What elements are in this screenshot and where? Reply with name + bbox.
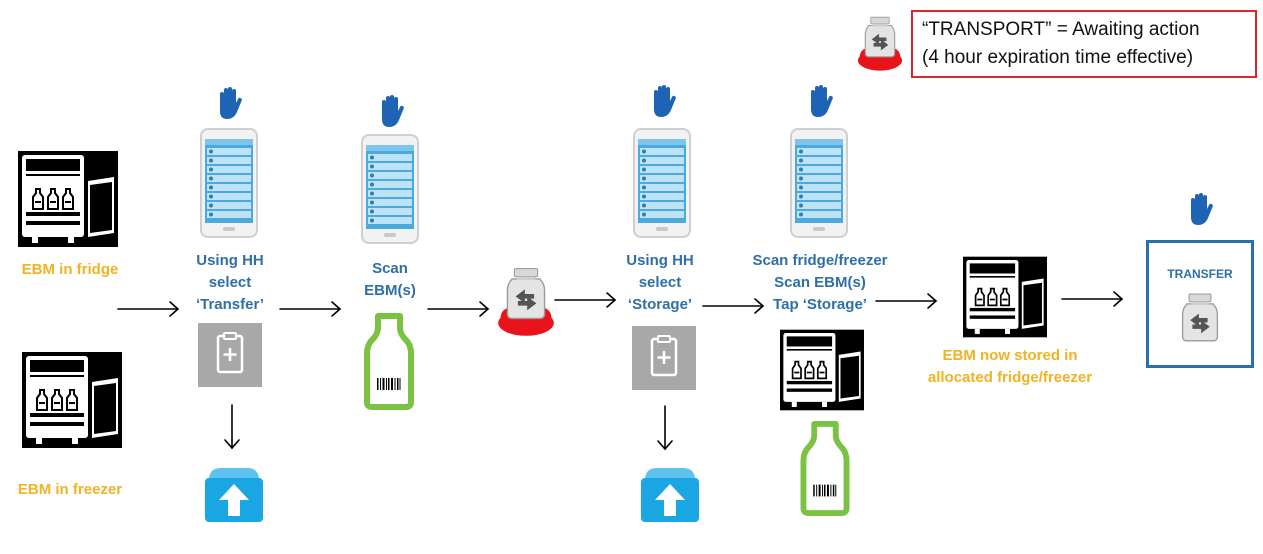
step1-line-2: select <box>208 274 252 291</box>
handheld-device-icon <box>790 128 848 238</box>
freezer-label: EBM in freezer <box>17 481 123 498</box>
transport-bottle-icon <box>497 264 555 338</box>
hand-icon <box>811 85 833 117</box>
step2-line-2: EBM(s) <box>364 282 416 299</box>
arrow-down <box>657 405 673 451</box>
barcode-bottle-icon <box>364 312 414 410</box>
transport-bottle-icon <box>857 5 903 81</box>
step6-label: EBM now stored in allocated fridge/freez… <box>910 345 1110 389</box>
hand-icon <box>220 87 242 119</box>
arrow-right <box>117 301 180 317</box>
freezer-icon <box>22 352 122 448</box>
step4-line-1: Using HH <box>626 252 694 269</box>
step2-label: Scan EBM(s) <box>330 258 450 302</box>
transfer-title: TRANSFER <box>1167 267 1233 281</box>
legend-line-2: (4 hour expiration time effective) <box>922 47 1194 68</box>
clipboard-plus-icon <box>632 326 696 390</box>
step5-label: Scan fridge/freezer Scan EBM(s) Tap ‘Sto… <box>730 250 910 316</box>
hand-icon <box>1191 193 1213 225</box>
step6-line-1: EBM now stored in <box>942 347 1078 364</box>
hand-icon <box>654 85 676 117</box>
step1-line-3: ‘Transfer’ <box>195 296 265 313</box>
handheld-device-icon <box>200 128 258 238</box>
legend-line-1: “TRANSPORT” = Awaiting action <box>922 19 1200 40</box>
fridge-icon <box>18 151 118 247</box>
step1-line-1: Using HH <box>196 252 264 269</box>
step4-label: Using HH select ‘Storage’ <box>600 250 720 316</box>
clipboard-plus-icon <box>198 323 262 387</box>
upload-box-icon <box>205 468 263 522</box>
fridge-icon <box>963 255 1047 339</box>
arrow-right <box>1061 291 1124 307</box>
fridge-icon <box>780 328 864 412</box>
transfer-bottle-icon <box>1181 293 1219 342</box>
step4-line-2: select <box>638 274 682 291</box>
handheld-device-icon <box>633 128 691 238</box>
arrow-right <box>427 301 490 317</box>
fridge-label: EBM in fridge <box>21 261 119 278</box>
transfer-box: TRANSFER <box>1146 240 1254 368</box>
legend-box: “TRANSPORT” = Awaiting action (4 hour ex… <box>911 10 1257 78</box>
step4-line-3: ‘Storage’ <box>627 296 693 313</box>
step5-line-3: Tap ‘Storage’ <box>773 296 867 313</box>
arrow-down <box>224 404 240 450</box>
step5-line-1: Scan fridge/freezer <box>752 252 888 269</box>
step5-line-2: Scan EBM(s) <box>774 274 866 291</box>
step1-label: Using HH select ‘Transfer’ <box>170 250 290 316</box>
hand-icon <box>382 95 404 127</box>
step2-line-1: Scan <box>372 260 408 277</box>
step6-line-2: allocated fridge/freezer <box>927 369 1093 386</box>
barcode-bottle-icon <box>797 420 853 516</box>
upload-box-icon <box>641 468 699 522</box>
handheld-device-icon <box>361 134 419 244</box>
